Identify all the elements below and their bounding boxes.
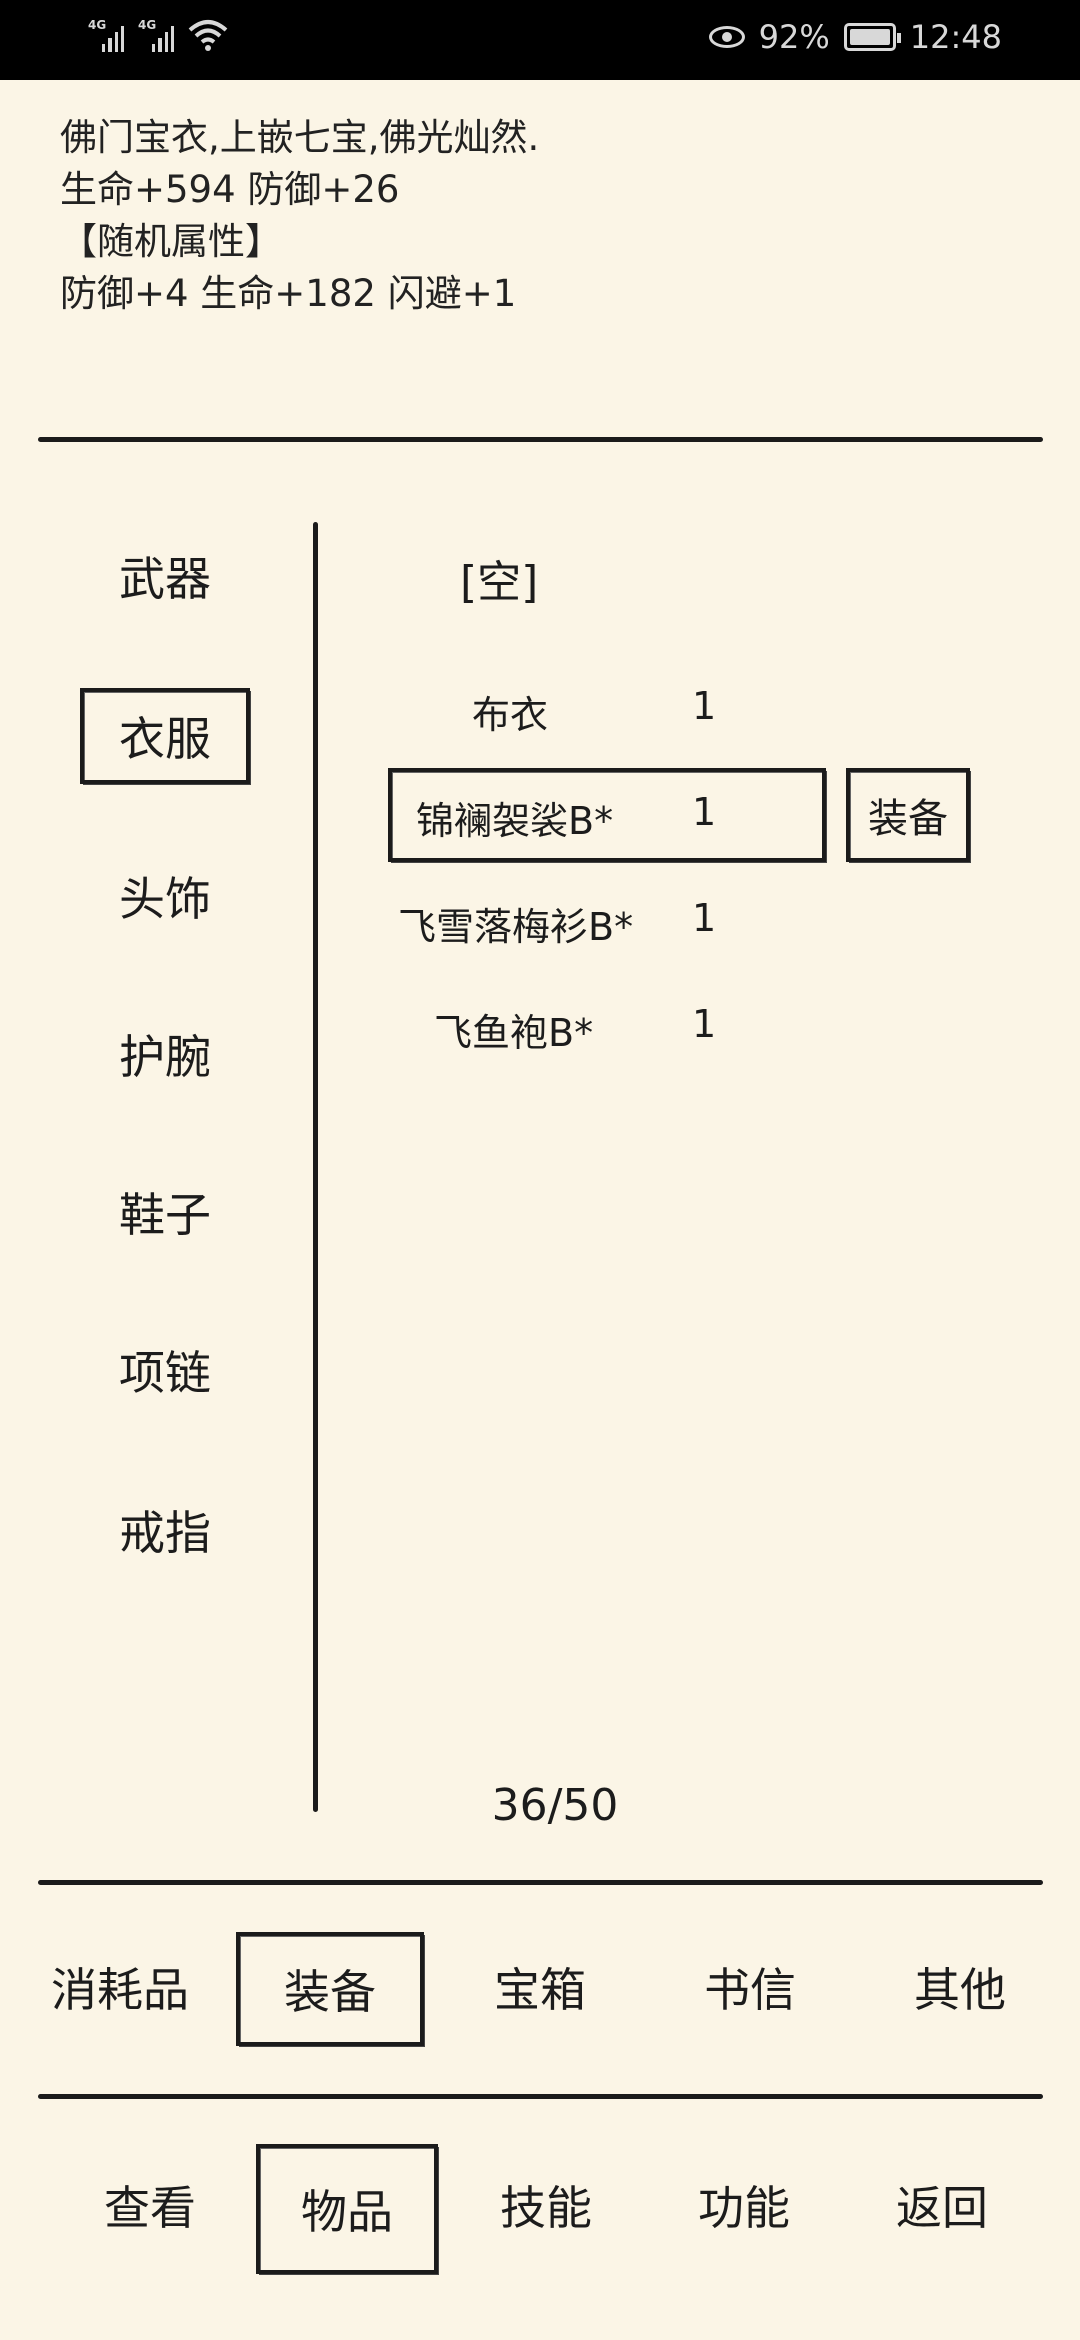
signal-icon: 4G — [88, 18, 124, 52]
battery-percent: 92% — [758, 18, 830, 56]
bag-tab-other[interactable]: 其他 — [914, 1963, 1006, 2017]
item-name: 锦襕袈裟B* — [416, 799, 614, 843]
category-shoes[interactable]: 鞋子 — [80, 1164, 250, 1260]
bag-tab-letters[interactable]: 书信 — [704, 1963, 796, 2017]
category-clothing[interactable]: 衣服 — [80, 688, 250, 784]
divider — [38, 437, 1043, 442]
item-name: 飞鱼袍B* — [434, 1011, 594, 1055]
equip-button[interactable]: 装备 — [846, 768, 970, 862]
category-ring[interactable]: 戒指 — [80, 1482, 250, 1578]
item-name: 飞雪落梅衫B* — [398, 905, 634, 949]
category-necklace[interactable]: 项链 — [80, 1322, 250, 1418]
divider — [38, 2094, 1043, 2099]
category-label: 鞋子 — [119, 1188, 211, 1242]
nav-view[interactable]: 查看 — [104, 2181, 196, 2235]
item-name: 布衣 — [472, 693, 549, 737]
description-flavor: 佛门宝衣,上嵌七宝,佛光灿然. — [60, 116, 540, 159]
bag-tab-equipment[interactable]: 装备 — [236, 1932, 424, 2046]
category-headwear[interactable]: 头饰 — [80, 848, 250, 944]
status-bar: 4G 4G 92% 12:48 — [0, 0, 1080, 80]
category-bracer[interactable]: 护腕 — [80, 1006, 250, 1102]
category-label: 衣服 — [119, 712, 211, 766]
nav-items[interactable]: 物品 — [256, 2144, 438, 2274]
battery-icon — [843, 23, 901, 51]
list-item-selected[interactable] — [388, 768, 826, 862]
nav-skills[interactable]: 技能 — [500, 2181, 592, 2235]
category-label: 戒指 — [119, 1506, 211, 1560]
signal-network-type: 4G — [138, 18, 157, 32]
description-base-stats: 生命+594 防御+26 — [60, 168, 400, 211]
item-quantity: 1 — [692, 896, 717, 940]
description-random-header: 【随机属性】 — [60, 220, 282, 263]
item-quantity: 1 — [692, 790, 717, 834]
bag-tab-consumables[interactable]: 消耗品 — [51, 1963, 189, 2017]
item-quantity: 1 — [692, 1002, 717, 1046]
column-divider — [313, 522, 318, 1812]
status-right: 92% 12:48 — [708, 18, 1002, 56]
inventory-capacity: 36/50 — [491, 1780, 619, 1831]
signal-network-type: 4G — [88, 18, 107, 32]
eye-comfort-icon — [708, 26, 745, 48]
empty-slot[interactable]: [空] — [460, 557, 539, 608]
description-random-stats: 防御+4 生命+182 闪避+1 — [60, 272, 517, 315]
nav-back[interactable]: 返回 — [896, 2181, 988, 2235]
status-left: 4G 4G — [88, 18, 228, 52]
category-weapon[interactable]: 武器 — [80, 528, 250, 624]
category-label: 头饰 — [119, 872, 211, 926]
item-description: 佛门宝衣,上嵌七宝,佛光灿然. 生命+594 防御+26 【随机属性】 防御+4… — [60, 112, 539, 320]
nav-functions[interactable]: 功能 — [698, 2181, 790, 2235]
wifi-icon — [188, 20, 228, 51]
bag-tab-chests[interactable]: 宝箱 — [494, 1963, 586, 2017]
signal-icon: 4G — [138, 18, 174, 52]
divider — [38, 1880, 1043, 1885]
item-quantity: 1 — [692, 684, 717, 728]
clock: 12:48 — [909, 18, 1002, 56]
category-label: 武器 — [119, 552, 211, 606]
category-label: 项链 — [119, 1346, 211, 1400]
category-label: 护腕 — [119, 1030, 211, 1084]
